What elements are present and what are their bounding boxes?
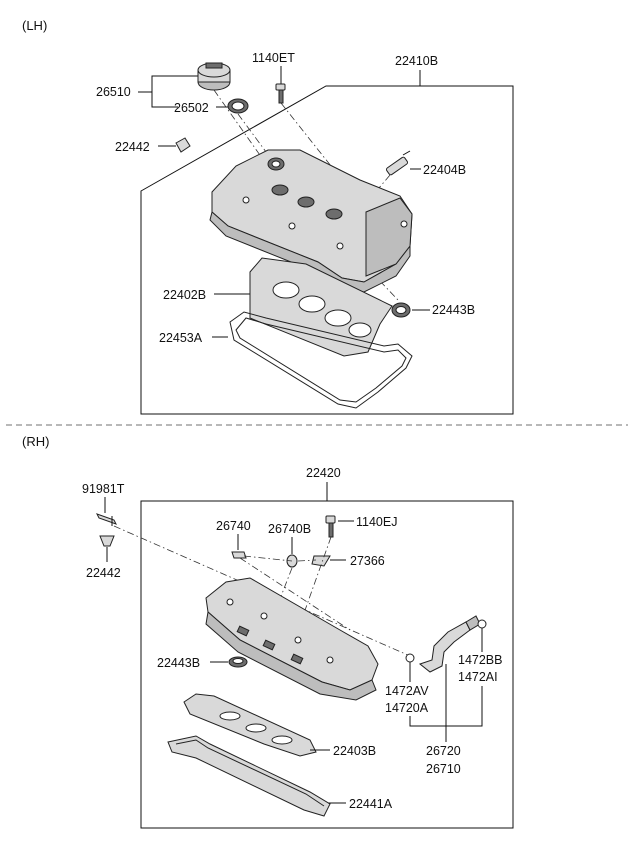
label-1472AV[interactable]: 1472AV <box>385 684 429 698</box>
label-26510[interactable]: 26510 <box>96 85 131 99</box>
label-22404B[interactable]: 22404B <box>423 163 466 177</box>
label-1140ET[interactable]: 1140ET <box>252 51 295 65</box>
lh-frame <box>140 85 514 415</box>
seal-22443B-lh-part <box>391 302 411 318</box>
label-22442-rh[interactable]: 22442 <box>86 566 121 580</box>
bolt-1140EJ-part <box>325 515 336 538</box>
gasket-22441A-part <box>167 735 331 817</box>
baffle-22403B-part <box>183 693 317 757</box>
gasket-22453A-inner <box>235 317 407 403</box>
lh-dash-5 <box>359 259 399 301</box>
clamp-1472AV-part <box>405 653 415 663</box>
gasket-22441A-inner <box>175 739 325 807</box>
leader-26510-a <box>138 75 203 93</box>
rh-dash-3 <box>297 559 317 562</box>
lh-section-title: (LH) <box>22 18 47 33</box>
label-22402B[interactable]: 22402B <box>163 288 206 302</box>
seal-22443B-rh-part <box>228 656 248 668</box>
label-22453A[interactable]: 22453A <box>159 331 203 345</box>
label-91981T[interactable]: 91981T <box>82 482 125 496</box>
plug-22442-rh-part <box>99 535 115 547</box>
label-22410B[interactable]: 22410B <box>395 54 438 68</box>
label-1472AI[interactable]: 1472AI <box>458 670 498 684</box>
rh-section-title: (RH) <box>22 434 49 449</box>
label-26740B[interactable]: 26740B <box>268 522 311 536</box>
label-26710[interactable]: 26710 <box>426 762 461 776</box>
label-22441A[interactable]: 22441A <box>349 797 393 811</box>
rh-dash-4 <box>297 536 332 631</box>
rh-head-cover-part <box>205 577 379 701</box>
label-22403B[interactable]: 22403B <box>333 744 376 758</box>
label-22420[interactable]: 22420 <box>306 466 341 480</box>
lh-dash-2 <box>213 89 263 159</box>
label-26502[interactable]: 26502 <box>174 101 209 115</box>
clip-26740-part <box>231 551 247 559</box>
label-1140EJ[interactable]: 1140EJ <box>356 515 397 529</box>
lh-head-cover-part <box>209 149 413 293</box>
clamp-1472BB-part <box>477 619 487 629</box>
label-26720[interactable]: 26720 <box>426 744 461 758</box>
baffle-22402B-part <box>249 257 393 357</box>
seal-26502-part <box>227 98 249 114</box>
oil-cap-26510-part <box>197 62 231 91</box>
bolt-1140ET-part <box>275 83 286 104</box>
label-26740[interactable]: 26740 <box>216 519 251 533</box>
label-22443B-rh[interactable]: 22443B <box>157 656 200 670</box>
label-22443B-lh[interactable]: 22443B <box>432 303 475 317</box>
plug-22442-lh-part <box>175 137 191 153</box>
clip-91981T-part <box>95 513 118 526</box>
label-22442-lh[interactable]: 22442 <box>115 140 150 154</box>
rh-dash-2 <box>243 555 293 562</box>
label-1472BB[interactable]: 1472BB <box>458 653 502 667</box>
gasket-22453A-part <box>229 311 413 409</box>
pcv-valve-22404B-part <box>385 150 411 176</box>
label-27366[interactable]: 27366 <box>350 554 385 568</box>
leader-26510-b <box>151 92 178 108</box>
label-14720A[interactable]: 14720A <box>385 701 429 715</box>
